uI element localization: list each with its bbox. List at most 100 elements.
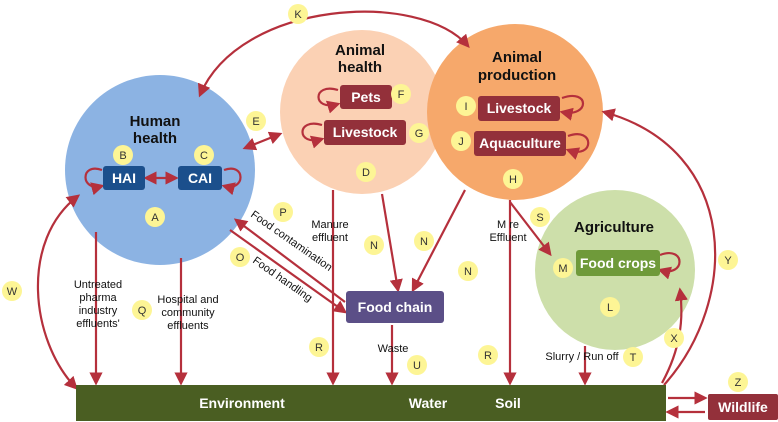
environment-bar xyxy=(76,385,666,421)
food-crops-label: Food crops xyxy=(580,255,656,271)
letter-marker-k: K xyxy=(294,9,302,21)
untreated-line4: effluents' xyxy=(76,318,119,330)
manure-line1: Manure xyxy=(311,219,348,231)
environment-label: Environment xyxy=(199,395,285,411)
letter-marker-d: D xyxy=(362,167,370,179)
letter-marker-n: N xyxy=(370,240,378,252)
animal-health-title-line1: Animal xyxy=(335,42,385,59)
livestock-health-label: Livestock xyxy=(333,124,398,140)
slurry-label: Slurry / Run off xyxy=(545,351,619,363)
letter-marker-circle xyxy=(409,123,429,143)
wildlife-label: Wildlife xyxy=(718,399,768,415)
letter-marker-circle xyxy=(273,202,293,222)
loop-livestock-production xyxy=(559,95,585,121)
letter-marker-s: S xyxy=(536,212,543,224)
food-crops-box xyxy=(576,250,660,276)
hospital-line2: community xyxy=(161,307,215,319)
letter-marker-circle xyxy=(530,207,550,227)
cai-label: CAI xyxy=(188,170,212,186)
arrow-k xyxy=(198,10,470,98)
letter-marker-r: R xyxy=(315,342,323,354)
loop-aquaculture xyxy=(565,133,590,160)
hospital-line3: effluents xyxy=(167,320,209,332)
loop-cai xyxy=(221,167,242,196)
livestock-production-box xyxy=(478,96,560,121)
letter-marker-circle xyxy=(623,347,643,367)
letter-marker-circle xyxy=(288,4,308,24)
letter-marker-circle xyxy=(456,96,476,116)
human-health-circle xyxy=(65,75,255,265)
hai-label: HAI xyxy=(112,170,136,186)
letter-marker-e: E xyxy=(252,116,259,128)
letter-marker-circle xyxy=(553,258,573,278)
letter-marker-x: X xyxy=(670,333,678,345)
letter-marker-circle xyxy=(246,111,266,131)
animal-production-title-line2: production xyxy=(478,67,556,84)
human-health-title-line2: health xyxy=(133,130,177,147)
letter-marker-j: J xyxy=(458,136,464,148)
letter-marker-f: F xyxy=(398,89,405,101)
letter-marker-circle xyxy=(113,145,133,165)
letter-marker-p: P xyxy=(279,207,286,219)
arrow-e xyxy=(242,131,283,151)
food-handling-label: Food handling xyxy=(250,255,314,305)
letter-marker-circle xyxy=(145,207,165,227)
untreated-line2: pharma xyxy=(79,292,117,304)
cai-box xyxy=(178,166,222,190)
untreated-line3: industry xyxy=(79,305,118,317)
letter-marker-r: R xyxy=(484,350,492,362)
letter-marker-circle xyxy=(728,372,748,392)
letter-marker-c: C xyxy=(200,150,208,162)
animal-production-title-line1: Animal xyxy=(492,49,542,66)
letter-marker-q: Q xyxy=(138,305,147,317)
soil-label: Soil xyxy=(495,395,521,411)
letter-marker-circle xyxy=(503,169,523,189)
aquaculture-label: Aquaculture xyxy=(479,135,561,151)
manure-line2: effluent xyxy=(312,232,348,244)
waste-label: Waste xyxy=(378,343,409,355)
arrow-n-animal-health xyxy=(380,193,403,293)
letter-marker-w: W xyxy=(7,286,18,298)
loop-hai xyxy=(84,167,105,196)
letter-marker-circle xyxy=(451,131,471,151)
pets-box xyxy=(340,85,392,109)
letter-marker-z: Z xyxy=(735,377,742,389)
water-label: Water xyxy=(409,395,448,411)
loop-food-crops xyxy=(657,252,681,280)
letter-marker-circle xyxy=(230,247,250,267)
loop-pets xyxy=(317,87,341,114)
food-chain-label: Food chain xyxy=(358,299,433,315)
loop-livestock-health xyxy=(301,122,325,149)
mre-line1: M re xyxy=(497,219,519,231)
letter-marker-circle xyxy=(664,328,684,348)
arrow-n-animal-production xyxy=(411,189,466,293)
human-health-title-line1: Human xyxy=(130,113,181,130)
letter-marker-g: G xyxy=(415,128,424,140)
arrow-s xyxy=(509,201,552,257)
letter-marker-h: H xyxy=(509,174,517,186)
arrow-food-handling xyxy=(229,229,348,314)
animal-health-title-line2: health xyxy=(338,59,382,76)
letter-marker-circle xyxy=(132,300,152,320)
mre-line2: Effluent xyxy=(489,232,526,244)
livestock-production-label: Livestock xyxy=(487,100,552,116)
letter-marker-m: M xyxy=(558,263,567,275)
letter-marker-a: A xyxy=(151,212,159,224)
pets-label: Pets xyxy=(351,89,381,105)
letter-marker-n: N xyxy=(464,266,472,278)
letter-marker-circle xyxy=(458,261,478,281)
letter-marker-circle xyxy=(478,345,498,365)
food-chain-box xyxy=(346,291,444,323)
letter-marker-circle xyxy=(407,355,427,375)
letter-marker-circle xyxy=(194,145,214,165)
letter-marker-circle xyxy=(2,281,22,301)
flow-arrows xyxy=(36,10,717,419)
letter-marker-l: L xyxy=(607,302,613,314)
arrow-food-contamination xyxy=(233,218,346,303)
letter-marker-y: Y xyxy=(724,255,732,267)
letter-marker-circle xyxy=(309,337,329,357)
letter-marker-circle xyxy=(391,84,411,104)
letter-marker-t: T xyxy=(630,352,637,364)
